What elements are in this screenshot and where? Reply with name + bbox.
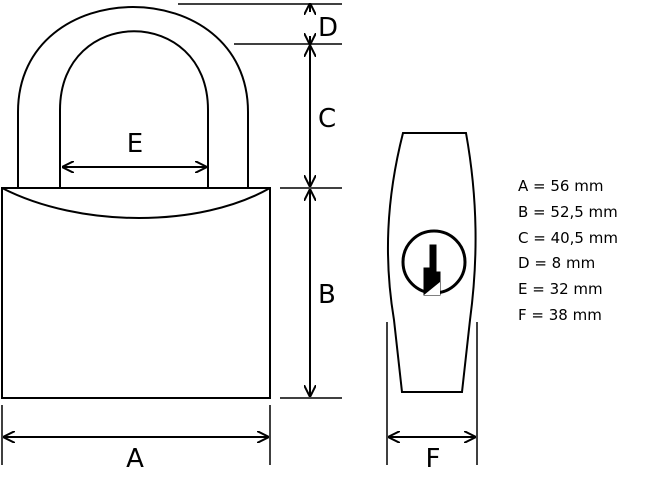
spec-b: B = 52,5 mm (518, 202, 618, 221)
label-e: E (127, 129, 143, 159)
spec-a: A = 56 mm (518, 177, 604, 195)
padlock-body (1, 187, 271, 399)
spec-c: C = 40,5 mm (518, 228, 618, 247)
spec-e: E = 32 mm (518, 280, 603, 299)
label-c: C (318, 104, 336, 134)
keyhole-notch (424, 282, 440, 295)
dimension-spec-list: A = 56 mm B = 52,5 mm C = 40,5 mm D = 8 … (518, 174, 618, 329)
shackle-outer (17, 6, 249, 188)
spec-f: F = 38 mm (518, 305, 602, 324)
label-b: B (318, 280, 336, 310)
shackle-inner (59, 30, 209, 188)
body-top-curve (1, 187, 271, 219)
label-a: A (126, 444, 144, 474)
spec-d: D = 8 mm (518, 254, 596, 273)
side-view-body (386, 132, 477, 393)
label-f: F (426, 444, 441, 474)
label-d: D (318, 13, 338, 43)
